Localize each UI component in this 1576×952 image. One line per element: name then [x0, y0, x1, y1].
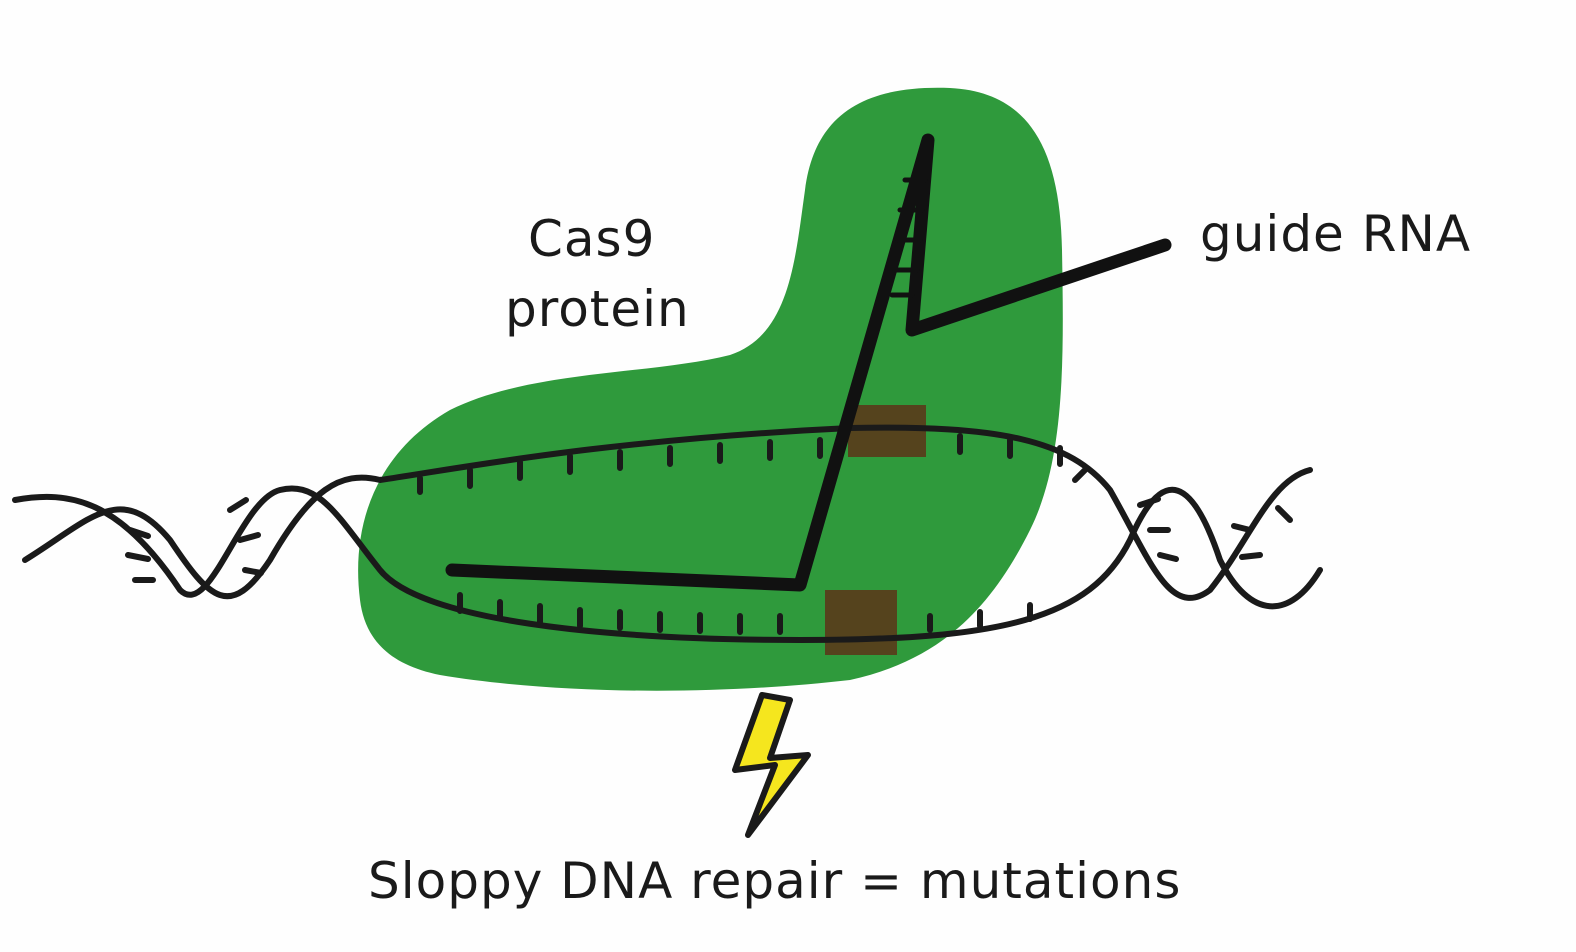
- cas9-protein-blob: [358, 87, 1063, 691]
- dna-double-helix: [12, 424, 1323, 644]
- guide-rna: [445, 133, 1172, 592]
- cas9-label: Cas9: [528, 210, 656, 268]
- lightning-bolt-icon: [732, 692, 811, 838]
- caption: Sloppy DNA repair = mutations: [368, 852, 1182, 910]
- guide-rna-label: guide RNA: [1200, 205, 1472, 263]
- cut-site-bottom: [825, 590, 897, 655]
- protein-label: protein: [505, 280, 690, 338]
